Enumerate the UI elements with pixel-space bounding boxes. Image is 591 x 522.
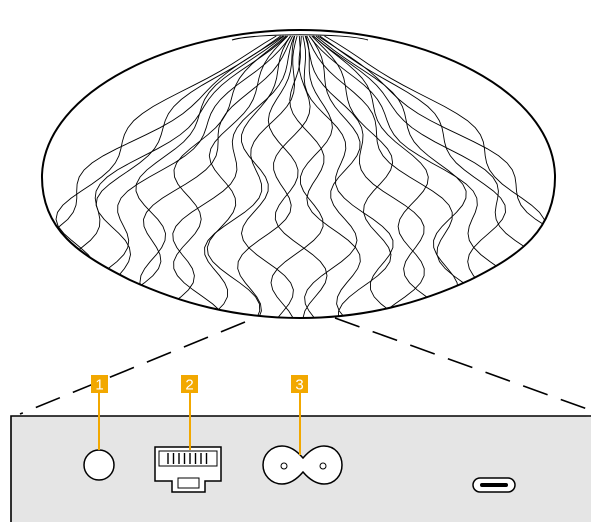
mesh-strand bbox=[304, 35, 453, 318]
callout-1-number: 1 bbox=[95, 377, 103, 394]
mesh-strand bbox=[317, 35, 556, 318]
mesh-strand bbox=[41, 35, 284, 318]
mesh-strand bbox=[107, 35, 293, 318]
mesh-strand bbox=[95, 35, 281, 318]
power-socket-icon bbox=[262, 445, 343, 485]
mesh-strand bbox=[289, 35, 361, 318]
callout-3-number: 3 bbox=[295, 377, 303, 394]
speaker-mesh-dome-icon bbox=[40, 28, 557, 320]
mesh-strand bbox=[302, 35, 401, 318]
mesh-strand bbox=[267, 35, 328, 318]
mesh-strand bbox=[270, 35, 333, 318]
mesh-strand bbox=[237, 35, 311, 318]
mesh-strand bbox=[319, 35, 506, 318]
mesh-strand bbox=[306, 35, 491, 318]
usb-c-port-icon bbox=[472, 477, 516, 493]
ethernet-port-icon bbox=[154, 446, 222, 493]
callout-3-badge bbox=[291, 375, 308, 393]
zoom-projection-lines bbox=[19, 317, 591, 415]
callout-3: 3 bbox=[291, 375, 308, 455]
mesh-strand bbox=[315, 35, 467, 318]
mesh-strand bbox=[304, 35, 361, 318]
mesh-strand bbox=[152, 35, 295, 318]
mesh-strand bbox=[135, 35, 285, 318]
callout-2-number: 2 bbox=[185, 377, 193, 394]
callout-2-badge bbox=[181, 375, 198, 393]
round-port-icon bbox=[83, 449, 115, 481]
mesh-strand bbox=[311, 35, 394, 318]
callout-1-badge bbox=[91, 375, 108, 393]
mesh-strand bbox=[173, 35, 287, 318]
mesh-strand bbox=[241, 35, 294, 318]
mesh-strand bbox=[206, 35, 289, 318]
callout-2: 2 bbox=[181, 375, 198, 450]
callout-1: 1 bbox=[91, 375, 108, 450]
mesh-strand bbox=[313, 35, 429, 318]
